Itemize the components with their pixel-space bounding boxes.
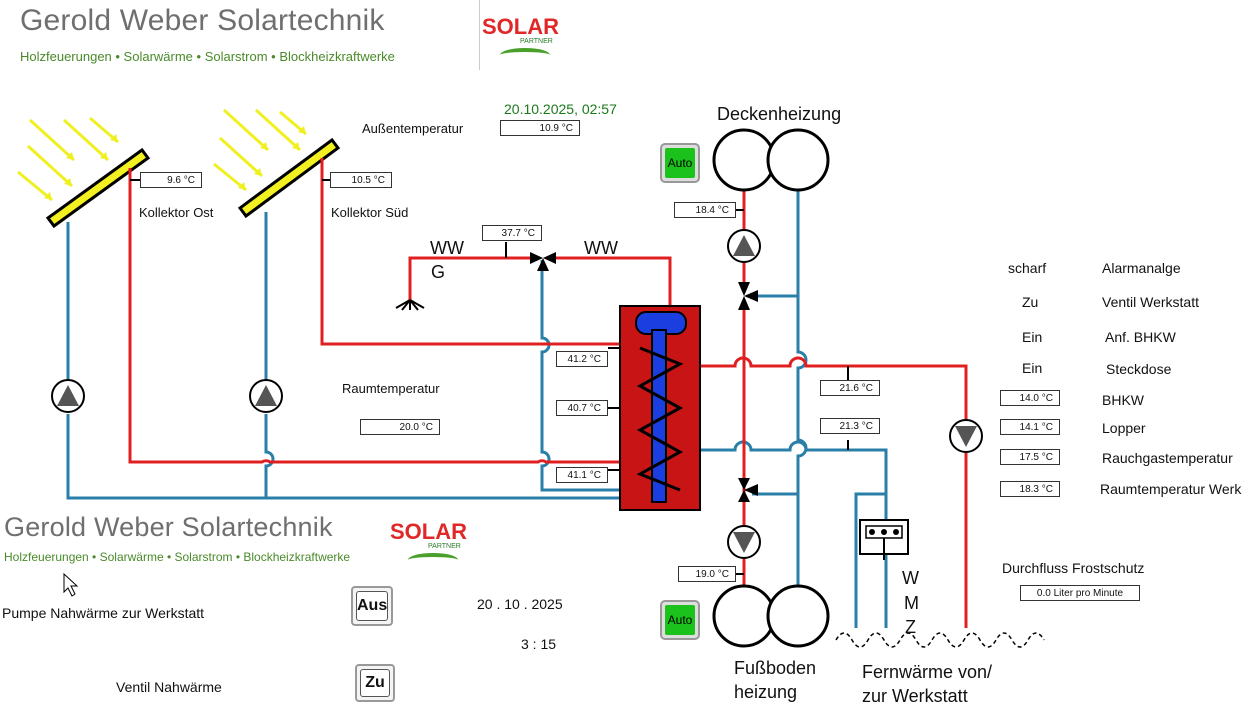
- outside-temp-label: Außentemperatur: [362, 121, 464, 136]
- ww-valve-temp: 37.7 °C: [482, 225, 542, 241]
- temp-bhkw-label: BHKW: [1102, 392, 1144, 408]
- floor-heating-title-1: Fußboden: [734, 658, 817, 678]
- pump-icon: [51, 229, 983, 559]
- ceiling-auto-button[interactable]: Auto: [660, 143, 700, 183]
- heat-meter-icon: [859, 519, 909, 560]
- mouse-cursor-icon: [63, 572, 79, 597]
- pump-toggle-button[interactable]: Aus: [351, 586, 393, 626]
- status-label-alarm: Alarmanalge: [1102, 260, 1181, 276]
- status-state-bhkw: Ein: [1022, 329, 1043, 345]
- status-label-valve: Ventil Werkstatt: [1102, 294, 1200, 310]
- wmz-letter-z: Z: [905, 617, 916, 637]
- ground-line: [835, 632, 1045, 648]
- collector-east-temp: 9.6 °C: [140, 172, 202, 188]
- solar-collector-east-icon: [45, 147, 151, 229]
- status-state-alarm: scharf: [1008, 260, 1047, 276]
- ceiling-heating-title: Deckenheizung: [717, 104, 842, 124]
- temp-lopper-value: 14.1 °C: [1000, 419, 1060, 435]
- storage-tank-icon: [608, 305, 701, 511]
- district-heating-title-2: zur Werkstatt: [862, 686, 968, 706]
- storage-temp-top: 41.2 °C: [556, 351, 608, 367]
- valve-label: Ventil Nahwärme: [116, 679, 222, 695]
- control-date: 20 . 10 . 2025: [477, 596, 563, 612]
- temp-fluegas-label: Rauchgastemperatur: [1102, 450, 1233, 466]
- solar-collector-south-icon: [237, 137, 341, 219]
- solar-partner-logo-secondary: SOLAR PARTNER: [388, 505, 478, 575]
- storage-temp-middle: 40.7 °C: [556, 400, 608, 416]
- ceiling-temp: 18.4 °C: [674, 202, 736, 218]
- room-temp-value: 20.0 °C: [360, 419, 440, 435]
- flow-value: 0.0 Liter pro Minute: [1020, 585, 1140, 601]
- district-heating-title-1: Fernwärme von/: [862, 662, 993, 682]
- floor-auto-button[interactable]: Auto: [660, 600, 700, 640]
- outside-temp-value: 10.9 °C: [500, 120, 580, 136]
- solar-partner-logo: SOLAR PARTNER: [479, 0, 570, 70]
- status-state-valve: Zu: [1022, 294, 1039, 310]
- flow-label: Durchfluss Frostschutz: [1002, 560, 1145, 576]
- company-name: Gerold Weber Solartechnik: [20, 4, 385, 37]
- mixing-valve-icon: [530, 252, 758, 502]
- status-state-socket: Ein: [1022, 360, 1043, 376]
- room-temp-label: Raumtemperatur: [342, 381, 440, 396]
- wmz-letter-m: M: [904, 593, 919, 613]
- ww-label-g: G: [431, 262, 446, 282]
- status-label-socket: Steckdose: [1106, 361, 1172, 377]
- ww-label-right: WW: [584, 238, 618, 258]
- company-tagline: Holzfeuerungen • Solarwärme • Solarstrom…: [20, 49, 395, 64]
- temp-bhkw-value: 14.0 °C: [1000, 390, 1060, 406]
- floor-heating-title-2: heizung: [734, 682, 798, 702]
- floor-temp: 19.0 °C: [678, 566, 736, 582]
- district-return-temp: 21.3 °C: [820, 418, 880, 434]
- temp-workshop-label: Raumtemperatur Werk: [1100, 481, 1242, 497]
- temp-lopper-label: Lopper: [1102, 420, 1146, 436]
- wmz-letter-w: W: [902, 568, 919, 588]
- status-label-bhkw: Anf. BHKW: [1105, 329, 1176, 345]
- collector-south-temp: 10.5 °C: [330, 172, 392, 188]
- company-tagline-secondary: Holzfeuerungen • Solarwärme • Solarstrom…: [4, 550, 351, 564]
- temp-workshop-value: 18.3 °C: [1000, 481, 1060, 497]
- control-time: 3 : 15: [521, 636, 557, 652]
- pump-label: Pumpe Nahwärme zur Werkstatt: [2, 605, 205, 621]
- district-supply-temp: 21.6 °C: [820, 380, 880, 396]
- company-name-secondary: Gerold Weber Solartechnik: [4, 512, 333, 542]
- collector-east-label: Kollektor Ost: [139, 205, 214, 220]
- datetime-display: 20.10.2025, 02:57: [504, 101, 617, 117]
- temp-fluegas-value: 17.5 °C: [1000, 449, 1060, 465]
- collector-south-label: Kollektor Süd: [331, 205, 409, 220]
- storage-temp-bottom: 41.1 °C: [556, 467, 608, 483]
- ww-label-left: WW: [430, 238, 464, 258]
- valve-toggle-button[interactable]: Zu: [355, 664, 395, 702]
